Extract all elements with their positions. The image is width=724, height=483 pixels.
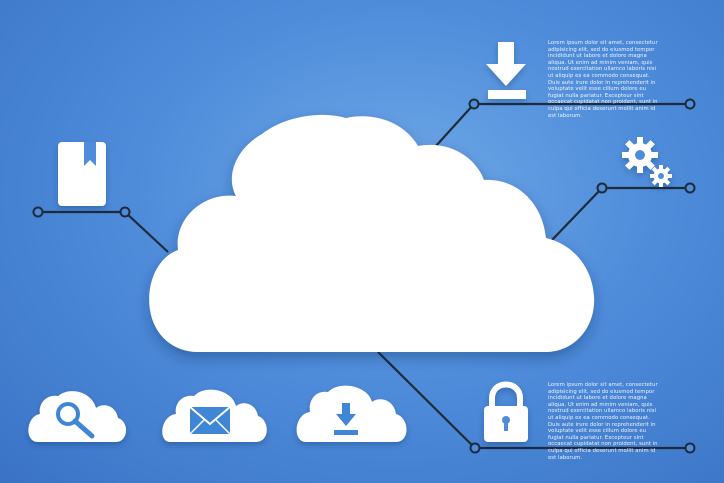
node — [469, 442, 481, 454]
small-cloud-download — [296, 385, 407, 442]
bookmark-icon — [58, 142, 106, 206]
gears-icon — [622, 137, 672, 187]
search-icon — [56, 402, 95, 439]
node — [596, 182, 608, 194]
node — [119, 206, 131, 218]
lock-icon — [484, 381, 528, 442]
envelope-icon — [189, 406, 231, 435]
small-cloud-envelope — [162, 389, 267, 442]
small-cloud-search — [28, 391, 127, 442]
node — [684, 442, 696, 454]
main-cloud — [149, 114, 595, 352]
connector-mid-right — [551, 186, 690, 241]
node — [684, 182, 696, 194]
node — [684, 98, 696, 110]
download-icon — [486, 42, 526, 99]
download-icon — [334, 403, 358, 435]
connector-left — [38, 210, 169, 253]
connector-nodes — [32, 98, 696, 454]
lorem-text-bottom: Lorem ipsum dolor sit amet, consectetur … — [548, 382, 658, 461]
node — [468, 98, 480, 110]
node — [32, 206, 44, 218]
lorem-text-top: Lorem ipsum dolor sit amet, consectetur … — [548, 40, 658, 119]
